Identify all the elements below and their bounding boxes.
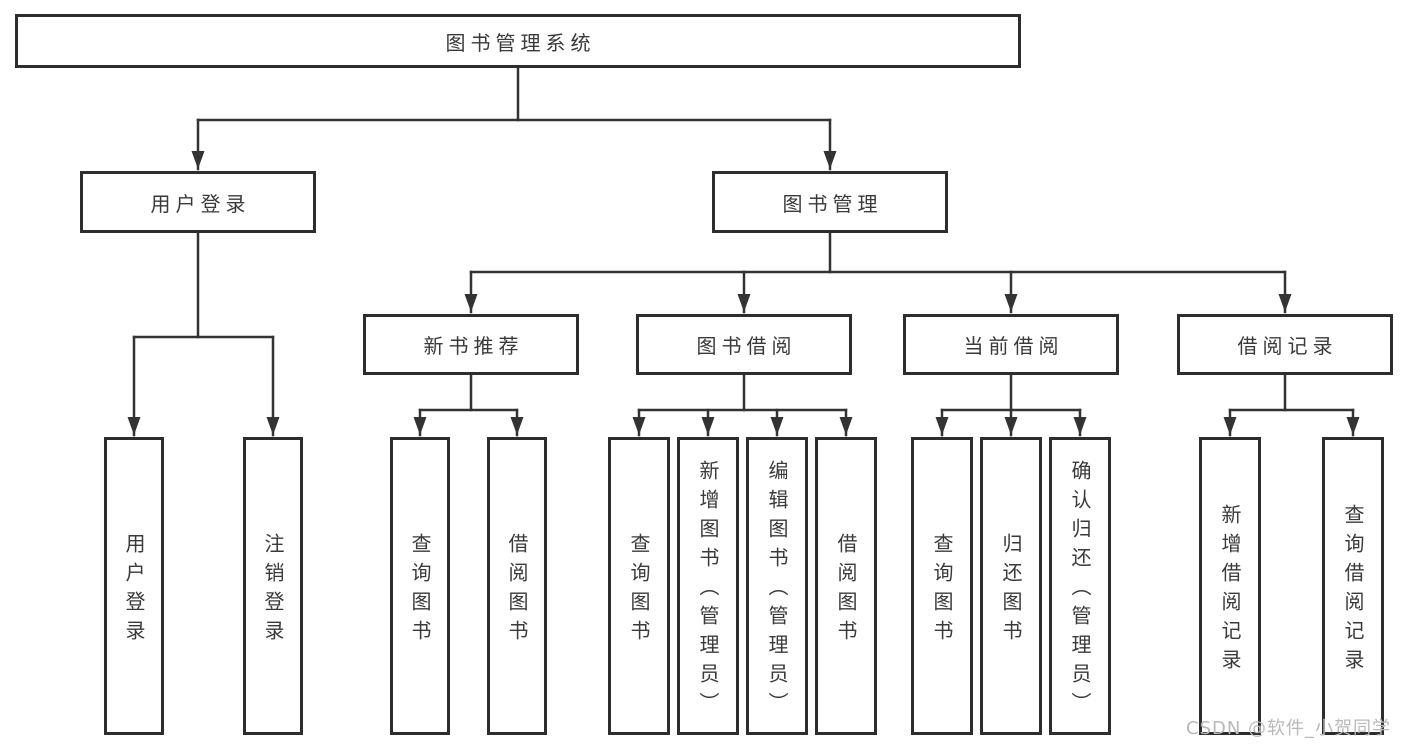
leaf-query-books-current: 查询图书 (911, 437, 973, 735)
leaf-query-books-recommend: 查询图书 (390, 437, 450, 735)
node-current-borrow: 当前借阅 (903, 314, 1119, 375)
connector-book-mgmt-to-level3 (464, 231, 1292, 314)
node-user-login: 用户登录 (80, 171, 316, 233)
csdn-watermark: CSDN @软件_小贺同学 (1186, 718, 1392, 739)
leaf-borrow-books-recommend: 借阅图书 (487, 437, 547, 735)
connector-current-borrow-to-leaves (935, 373, 1087, 437)
connector-borrow-record-to-leaves (1223, 373, 1360, 437)
connector-user-login-to-leaves (127, 231, 280, 437)
leaf-borrow-books: 借阅图书 (815, 437, 877, 735)
connector-book-borrow-to-leaves (632, 373, 853, 437)
leaf-query-books-borrow: 查询图书 (608, 437, 670, 735)
connector-new-book-rec-to-leaves (413, 373, 524, 437)
connector-root-to-level2 (191, 66, 837, 171)
leaf-return-books: 归还图书 (980, 437, 1042, 735)
leaf-edit-books-admin: 编辑图书（管理员） (746, 437, 808, 735)
node-book-borrow: 图书借阅 (636, 314, 852, 375)
node-root-system: 图书管理系统 (15, 14, 1021, 68)
leaf-confirm-return-admin: 确认归还（管理员） (1049, 437, 1111, 735)
node-book-management: 图书管理 (712, 171, 948, 233)
leaf-add-borrow-record: 新增借阅记录 (1199, 437, 1261, 735)
leaf-query-borrow-record: 查询借阅记录 (1322, 437, 1384, 735)
node-borrow-record: 借阅记录 (1177, 314, 1393, 375)
node-new-book-recommend: 新书推荐 (363, 314, 579, 375)
leaf-logout: 注销登录 (243, 437, 303, 735)
leaf-user-login: 用户登录 (104, 437, 164, 735)
leaf-add-books-admin: 新增图书（管理员） (677, 437, 739, 735)
